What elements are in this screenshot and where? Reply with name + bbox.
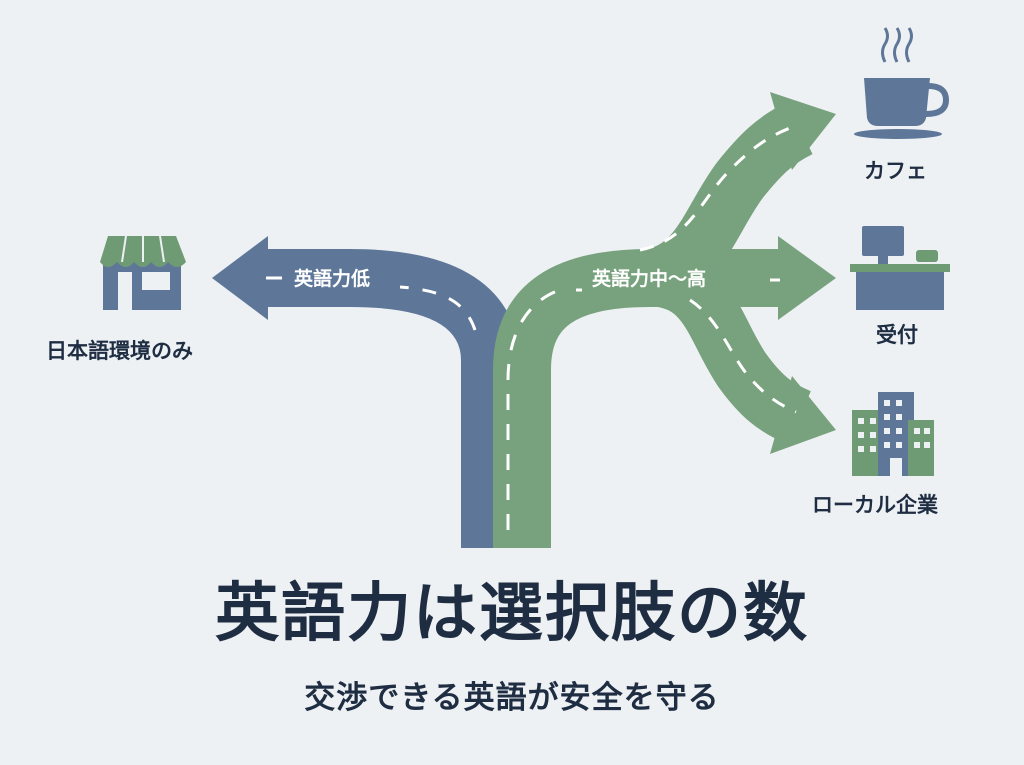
subheadline: 交渉できる英語が安全を守る [304, 680, 720, 716]
path-label-low: 英語力低 [294, 267, 370, 290]
shop-icon [100, 235, 186, 310]
road-mid-high-english [493, 92, 836, 548]
arrow-head-company [770, 376, 836, 454]
reception-desk-icon [850, 226, 950, 310]
arrow-head-cafe [770, 92, 836, 170]
arrow-head-reception [778, 236, 836, 320]
headline: 英語力は選択肢の数 [215, 577, 809, 651]
destination-label-reception: 受付 [876, 323, 918, 347]
destination-label-cafe: カフェ [864, 159, 927, 183]
coffee-cup-icon [854, 27, 950, 139]
path-label-mid-high: 英語力中〜高 [592, 267, 706, 290]
destination-label-japanese-only: 日本語環境のみ [46, 339, 193, 363]
office-building-icon [852, 392, 934, 476]
road-low-english [212, 236, 519, 548]
destination-label-local-company: ローカル企業 [812, 493, 939, 517]
